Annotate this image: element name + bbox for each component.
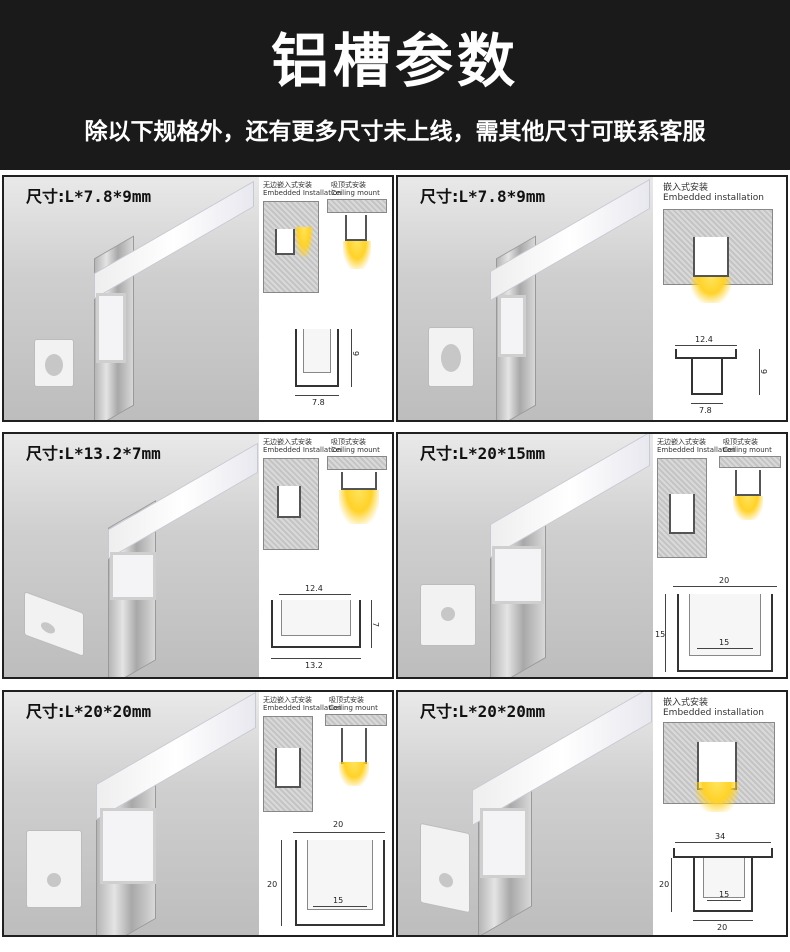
- product-photo: 尺寸:L*20*15mm: [398, 434, 653, 677]
- dim-width: 7.8: [699, 406, 712, 415]
- cross-section-drawing: [677, 594, 773, 672]
- install-diagram: 无边嵌入式安装 Embedded Installation 吸顶式安装 Ceil…: [653, 434, 786, 677]
- ceiling-section: [327, 456, 387, 470]
- dim-width: 20: [333, 820, 344, 829]
- product-card-1: 尺寸:L*7.8*9mm 无边嵌入式安装 Embedded Installati…: [2, 175, 394, 422]
- install-diagram: 无边嵌入式安装 Embedded Installation 吸顶式安装 Ceil…: [259, 692, 392, 935]
- end-cap-image: [24, 591, 84, 657]
- page-subtitle: 除以下规格外，还有更多尺寸未上线，需其他尺寸可联系客服: [84, 119, 706, 145]
- dim-flange-width: 34: [715, 832, 726, 841]
- aluminum-profile-image: [94, 180, 254, 420]
- cross-section-flange: [675, 349, 737, 359]
- dim-flange-width: 12.4: [695, 335, 713, 344]
- size-label: 尺寸:L*20*20mm: [420, 702, 546, 721]
- size-label: 尺寸:L*20*20mm: [26, 702, 152, 721]
- dim-width: 20: [717, 923, 728, 932]
- product-card-5: 尺寸:L*20*20mm 无边嵌入式安装 Embedded Installati…: [2, 690, 394, 937]
- ceiling-profile-icon: [341, 472, 377, 490]
- cross-section-flange: [673, 848, 773, 858]
- ceiling-profile-icon: [341, 728, 367, 764]
- end-cap-image: [26, 830, 82, 908]
- dim-inner-width: 15: [719, 638, 730, 647]
- product-photo: 尺寸:L*7.8*9mm: [4, 177, 259, 420]
- embedded-profile-icon: [669, 494, 695, 534]
- cross-section-drawing: [691, 359, 723, 395]
- dim-inner-width: 12.4: [305, 584, 323, 593]
- dim-height: 20: [659, 880, 670, 889]
- product-photo: 尺寸:L*7.8*9mm: [398, 177, 653, 420]
- aluminum-profile-image: [490, 178, 650, 420]
- product-card-6: 尺寸:L*20*20mm 嵌入式安装 Embedded installation…: [396, 690, 788, 937]
- cross-section-drawing: [271, 600, 361, 648]
- size-label: 尺寸:L*7.8*9mm: [420, 187, 546, 206]
- product-photo: 尺寸:L*20*20mm: [398, 692, 653, 935]
- end-cap-image: [420, 584, 476, 646]
- install-diagram: 嵌入式安装 Embedded installation 34 20 15 20: [653, 692, 786, 935]
- light-beam: [295, 227, 313, 257]
- dim-height: 9: [759, 368, 769, 375]
- dim-width: 7.8: [312, 398, 325, 407]
- ceiling-profile-icon: [345, 215, 367, 241]
- size-label: 尺寸:L*20*15mm: [420, 444, 546, 463]
- dim-inner-width: 15: [333, 896, 344, 905]
- dim-width: 13.2: [305, 661, 323, 670]
- product-photo: 尺寸:L*20*20mm: [4, 692, 259, 935]
- dim-height: 9: [351, 350, 361, 357]
- header-banner: 铝槽参数 除以下规格外，还有更多尺寸未上线，需其他尺寸可联系客服: [0, 0, 790, 170]
- light-beam: [733, 496, 763, 520]
- product-card-4: 尺寸:L*20*15mm 无边嵌入式安装 Embedded Installati…: [396, 432, 788, 679]
- size-label: 尺寸:L*13.2*7mm: [26, 444, 161, 463]
- embedded-profile-icon: [693, 237, 729, 277]
- end-cap-image: [428, 327, 474, 387]
- product-card-2: 尺寸:L*7.8*9mm 嵌入式安装 Embedded installation…: [396, 175, 788, 422]
- install-diagram: 无边嵌入式安装 Embedded Installation 吸顶式安装 Ceil…: [259, 434, 392, 677]
- product-photo: 尺寸:L*13.2*7mm: [4, 434, 259, 677]
- light-beam: [339, 762, 369, 786]
- cross-section-drawing: [295, 840, 385, 926]
- aluminum-profile-image: [96, 692, 256, 935]
- ceiling-profile-icon: [735, 470, 761, 496]
- install-diagram: 无边嵌入式安装 Embedded Installation 吸顶式安装 Ceil…: [259, 177, 392, 420]
- dim-height: 20: [267, 880, 278, 889]
- cross-section-drawing: [295, 329, 339, 387]
- dim-inner-width: 15: [719, 890, 730, 899]
- ceiling-section: [719, 456, 781, 468]
- light-beam: [343, 241, 371, 269]
- light-beam: [691, 277, 731, 303]
- dim-height: 7: [371, 621, 381, 628]
- dim-width: 20: [719, 576, 730, 585]
- cross-section-drawing: [693, 858, 753, 912]
- page-title: 铝槽参数: [270, 27, 519, 95]
- embedded-profile-icon: [275, 748, 301, 788]
- end-cap-image: [420, 822, 470, 914]
- aluminum-profile-image: [108, 442, 258, 677]
- size-label: 尺寸:L*7.8*9mm: [26, 187, 152, 206]
- light-beam: [339, 490, 379, 524]
- dim-height: 15: [655, 630, 666, 639]
- ceiling-section: [325, 714, 387, 726]
- product-card-3: 尺寸:L*13.2*7mm 无边嵌入式安装 Embedded Installat…: [2, 432, 394, 679]
- light-beam: [695, 782, 739, 812]
- aluminum-profile-image: [490, 434, 650, 677]
- aluminum-profile-image: [472, 692, 652, 935]
- end-cap-image: [34, 339, 74, 387]
- embedded-profile-icon: [275, 229, 295, 255]
- embedded-profile-icon: [277, 486, 301, 518]
- ceiling-section: [327, 199, 387, 213]
- install-diagram: 嵌入式安装 Embedded installation 12.4 9 7.8: [653, 177, 786, 420]
